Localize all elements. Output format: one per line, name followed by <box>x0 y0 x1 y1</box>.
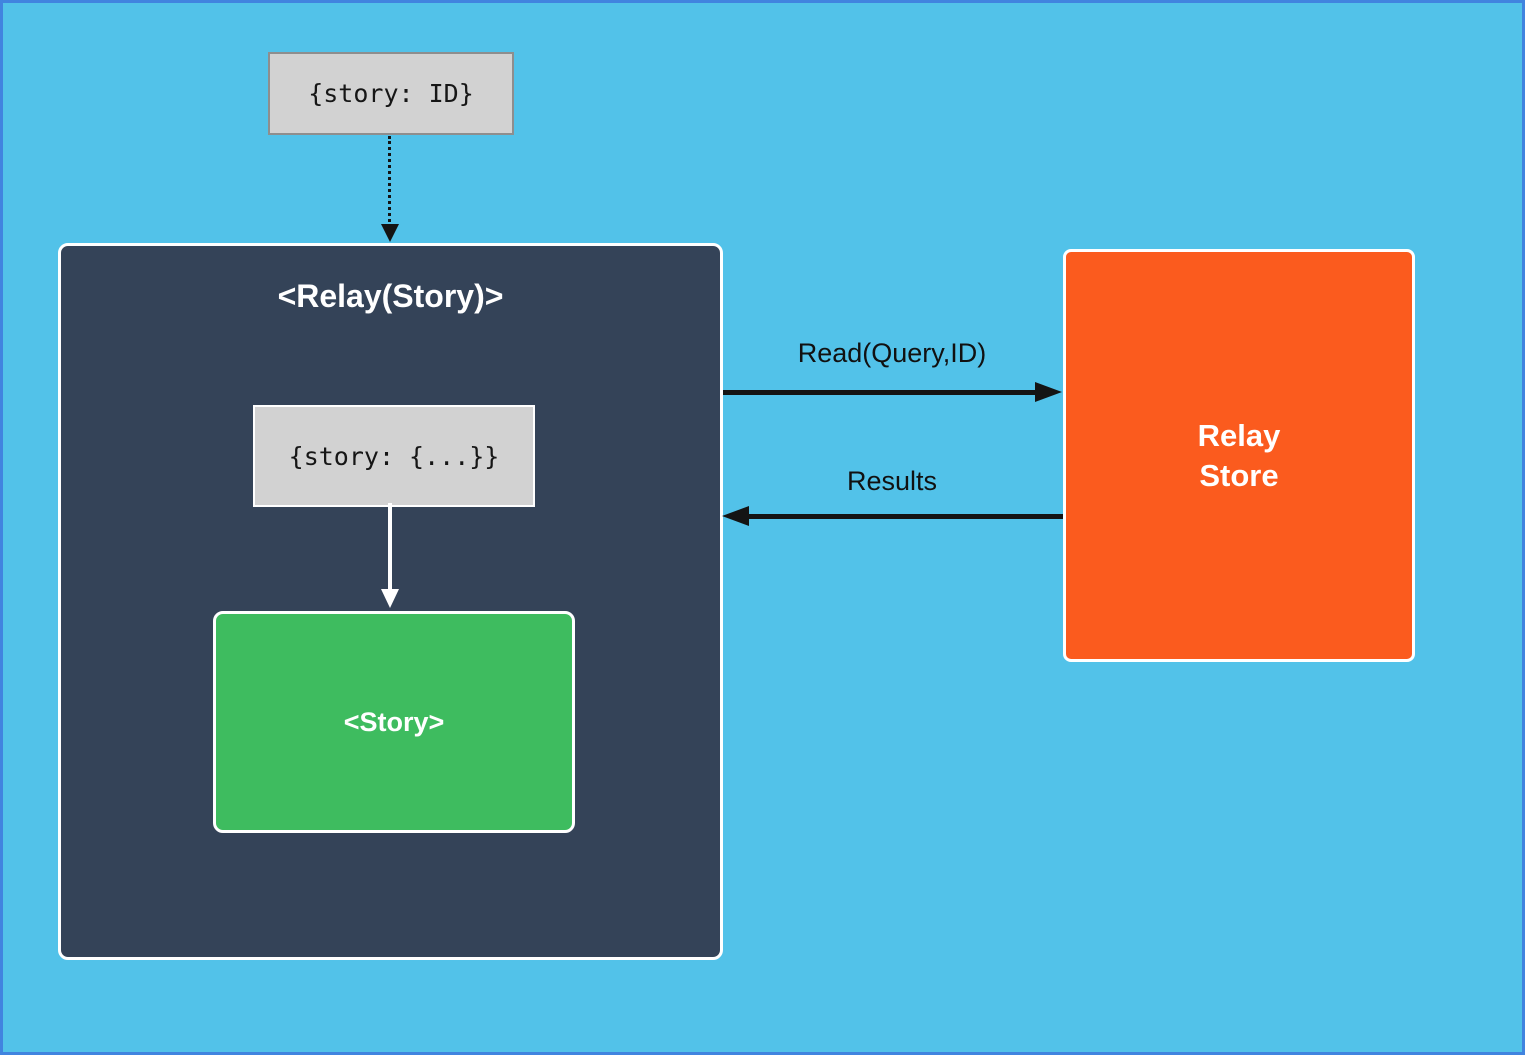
relay-store-label-line2: Store <box>1199 457 1279 493</box>
relay-container-node: <Relay(Story)> {story: {...}} <Story> <box>58 243 723 960</box>
read-edge-label: Read(Query,ID) <box>797 338 987 368</box>
story-component-node: <Story> <box>213 611 575 833</box>
render-arrow-head-icon <box>381 589 399 608</box>
read-arrow-line <box>723 390 1038 395</box>
props-inner-label: {story: {...}} <box>288 441 500 471</box>
read-arrow-head-icon <box>1035 382 1062 402</box>
props-inner-node: {story: {...}} <box>253 405 535 507</box>
props-arrow-head-icon <box>381 224 399 242</box>
props-input-node: {story: ID} <box>268 52 514 135</box>
results-edge-label: Results <box>846 466 938 496</box>
props-input-label: {story: ID} <box>308 79 474 108</box>
story-component-label: <Story> <box>343 706 445 737</box>
props-arrow-line <box>388 136 391 228</box>
results-arrow-line <box>747 514 1063 519</box>
relay-store-label-line1: Relay <box>1197 417 1281 453</box>
relay-store-node: Relay Store <box>1063 249 1415 662</box>
render-arrow-line <box>388 503 392 591</box>
results-arrow-head-icon <box>722 506 749 526</box>
relay-container-title: <Relay(Story)> <box>277 278 504 314</box>
